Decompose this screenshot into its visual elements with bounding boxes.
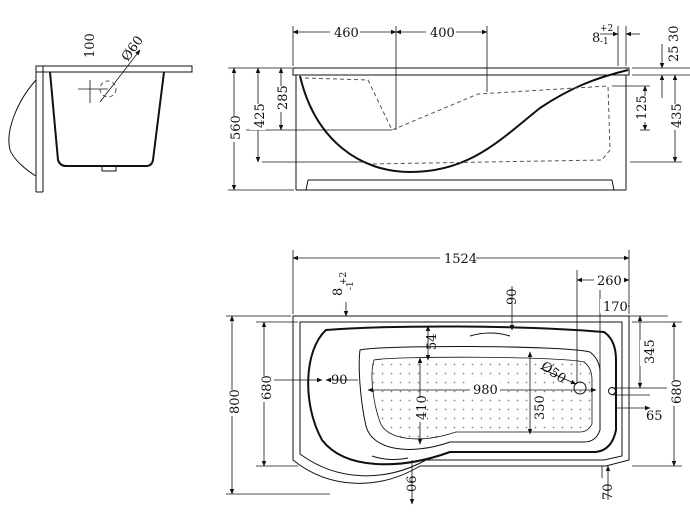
plan-dim-350: 350 bbox=[533, 395, 548, 420]
plan-dim-410: 410 bbox=[415, 395, 430, 420]
side-basin bbox=[49, 71, 165, 167]
plan-dim-70: 70 bbox=[601, 483, 616, 500]
plan-dim-65: 65 bbox=[646, 409, 663, 424]
plan-dim-260: 260 bbox=[597, 274, 622, 289]
front-height-125: 125 bbox=[635, 95, 650, 120]
front-rim bbox=[292, 67, 630, 76]
svg-text:+2: +2 bbox=[339, 272, 349, 285]
plan-overflow bbox=[608, 387, 616, 395]
front-tol-8: 8 bbox=[592, 31, 600, 46]
front-width-460: 460 bbox=[334, 26, 359, 41]
side-rim bbox=[35, 65, 193, 73]
plan-dim-90-left: 90 bbox=[331, 373, 348, 388]
front-basin-profile bbox=[299, 69, 629, 174]
plan-dim-90-top: 90 bbox=[505, 288, 520, 305]
plan-dim-680-left: 680 bbox=[260, 375, 275, 400]
plan-basin-floor bbox=[358, 345, 601, 450]
front-view: 460 400 8 +2 -1 30 25 560 425 285 bbox=[226, 24, 690, 191]
front-height-25: 25 bbox=[667, 45, 682, 62]
front-height-285: 285 bbox=[276, 85, 291, 110]
side-drain-diameter-label: Ø60 bbox=[119, 33, 147, 64]
svg-text:-1: -1 bbox=[600, 37, 609, 47]
side-panel-curve bbox=[8, 79, 37, 177]
plan-outline bbox=[292, 315, 630, 484]
plan-view: 1524 260 170 8 +2 -1 90 54 345 800 bbox=[225, 250, 685, 505]
plan-basin-rim bbox=[307, 325, 617, 466]
front-height-30: 30 bbox=[667, 25, 682, 42]
svg-text:-1: -1 bbox=[346, 281, 356, 290]
plan-tol-8: 8 bbox=[331, 288, 346, 296]
plan-dim-345: 345 bbox=[643, 339, 658, 364]
plan-dim-680-right: 680 bbox=[670, 379, 685, 404]
side-view: 100 Ø60 bbox=[8, 33, 193, 193]
plan-dim-54: 54 bbox=[425, 333, 440, 350]
plan-dim-06: 06 bbox=[405, 475, 420, 492]
front-inner-contour bbox=[304, 77, 611, 165]
front-width-400: 400 bbox=[430, 26, 455, 41]
svg-text:+2: +2 bbox=[600, 24, 613, 34]
front-height-435: 435 bbox=[670, 103, 685, 128]
side-drain-height-label: 100 bbox=[83, 33, 98, 58]
front-height-425: 425 bbox=[253, 103, 268, 128]
plan-dim-980: 980 bbox=[473, 383, 498, 398]
front-height-560: 560 bbox=[229, 115, 244, 140]
plan-length-1524: 1524 bbox=[444, 252, 477, 267]
plan-dim-170: 170 bbox=[603, 300, 628, 315]
plan-dim-800: 800 bbox=[228, 389, 243, 414]
